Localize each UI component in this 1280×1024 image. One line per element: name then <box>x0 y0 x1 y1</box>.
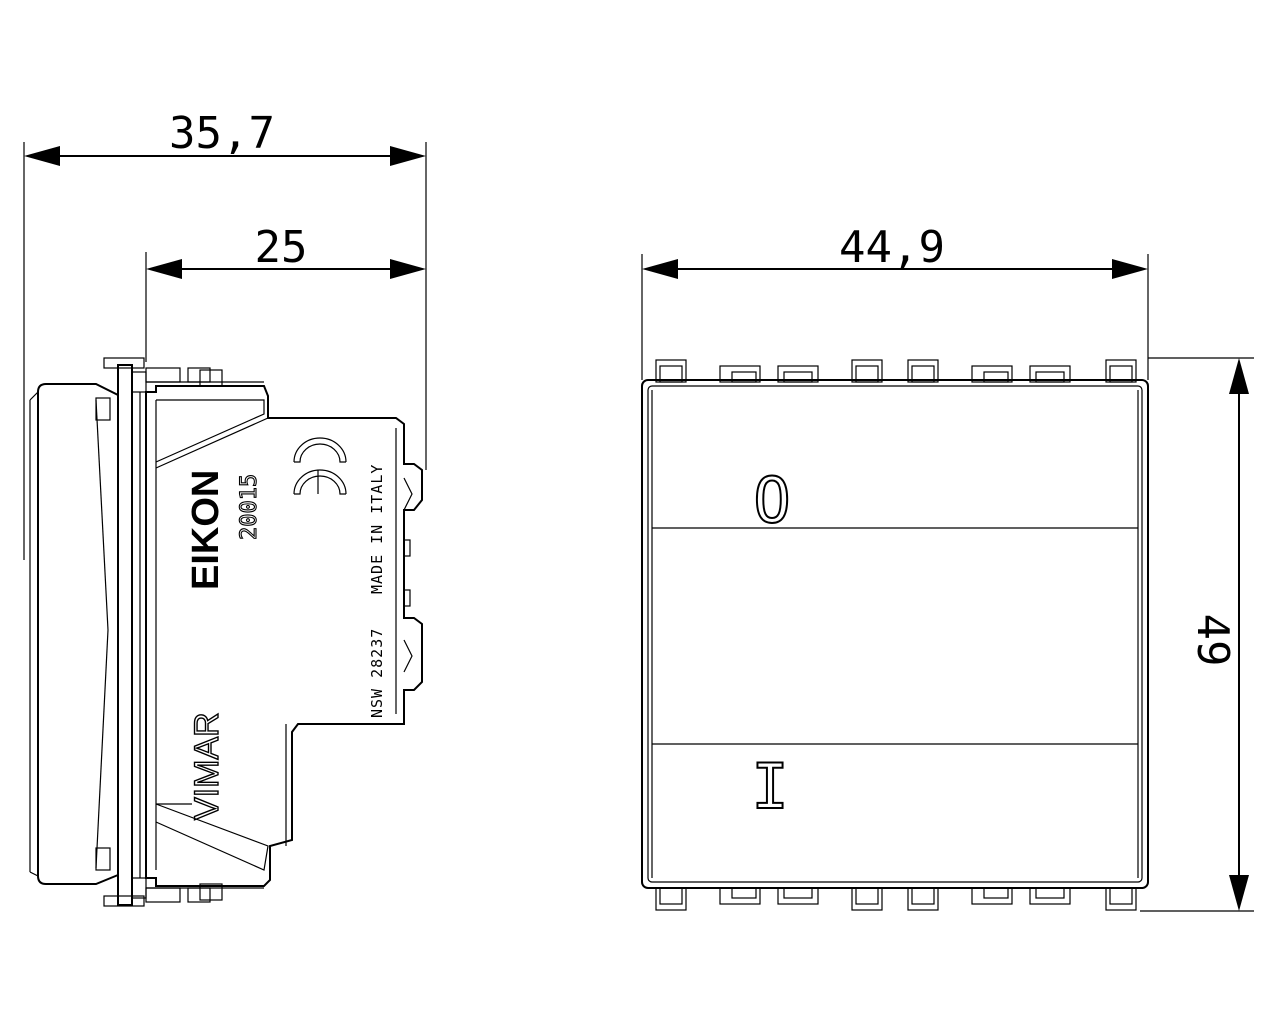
brand-marking: VIMAR <box>188 712 226 820</box>
dimension-body-depth: 25 <box>146 222 426 279</box>
arrow-right-icon <box>390 259 426 279</box>
dimension-width: 44,9 <box>642 222 1148 279</box>
front-body <box>641 379 1149 889</box>
arrow-right-icon <box>1112 259 1148 279</box>
off-symbol: O <box>753 464 790 537</box>
arrow-up-icon <box>1229 358 1249 394</box>
dimension-height: 49 <box>1187 358 1249 911</box>
dim-label-body-depth: 25 <box>255 222 308 273</box>
series-marking: EIKON <box>185 470 227 590</box>
ce-mark-icon: CE <box>293 437 347 495</box>
code-marking: 20015 <box>237 474 262 540</box>
dim-label-overall-depth: 35,7 <box>169 108 275 159</box>
arrow-down-icon <box>1229 875 1249 911</box>
origin-marking: MADE IN ITALY <box>368 464 386 594</box>
arrow-left-icon <box>642 259 678 279</box>
arrow-right-icon <box>390 146 426 166</box>
arrow-left-icon <box>24 146 60 166</box>
on-symbol: I <box>751 750 788 823</box>
arrow-left-icon <box>146 259 182 279</box>
approval-marking: NSW 28237 <box>368 628 386 718</box>
top-tabs <box>655 359 1137 383</box>
side-view: 35,7 25 <box>23 108 427 907</box>
dim-label-width: 44,9 <box>839 222 945 273</box>
rocker-cover-side <box>29 383 119 885</box>
mechanism-body-side <box>145 385 423 887</box>
bottom-tabs <box>655 887 1137 911</box>
dimension-overall-depth: 35,7 <box>24 108 426 166</box>
mounting-frame-side <box>95 357 147 907</box>
dim-label-height: 49 <box>1187 614 1238 667</box>
front-view: 44,9 49 <box>641 222 1254 912</box>
top-clips <box>145 367 264 903</box>
